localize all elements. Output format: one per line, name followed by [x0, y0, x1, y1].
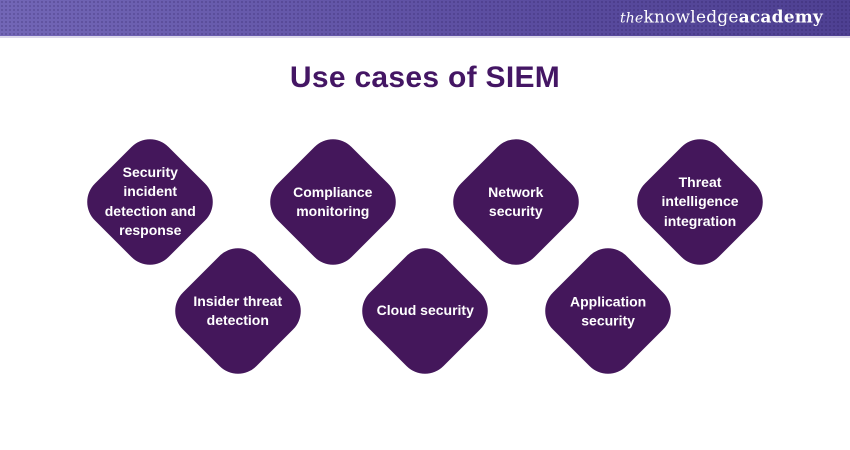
diamond-label: Cloud security [376, 302, 474, 319]
logo-academy: academy [738, 7, 823, 28]
diamond-compliance-monitoring: Compliance monitoring [259, 128, 407, 276]
page-title: Use cases of SIEM [289, 61, 561, 94]
logo-the: the [619, 10, 644, 27]
diamond-application-security: Application security [534, 237, 682, 385]
diamond-label: Network security [488, 183, 544, 219]
diamond-network-security: Network security [442, 128, 590, 276]
diamond-insider-threat-detection: Insider threat detection [164, 237, 312, 385]
header-bar: theknowledgeacademy [0, 0, 850, 38]
diamond-threat-intelligence-integration: Threat intelligence integration [626, 128, 774, 276]
diamond-label: Insider threat detection [193, 292, 283, 328]
logo-knowledge: knowledge [643, 7, 739, 28]
knowledge-academy-logo: theknowledgeacademy [620, 8, 823, 28]
diamond-label: Compliance monitoring [293, 183, 373, 219]
diamond-label: Security incident detection and response [104, 164, 196, 239]
diamond-label: Application security [569, 292, 647, 328]
diamond-security-incident-detection-response: Security incident detection and response [76, 128, 224, 276]
diamond-label: Threat intelligence integration [661, 174, 739, 229]
diamond-cloud-security: Cloud security [351, 237, 499, 385]
